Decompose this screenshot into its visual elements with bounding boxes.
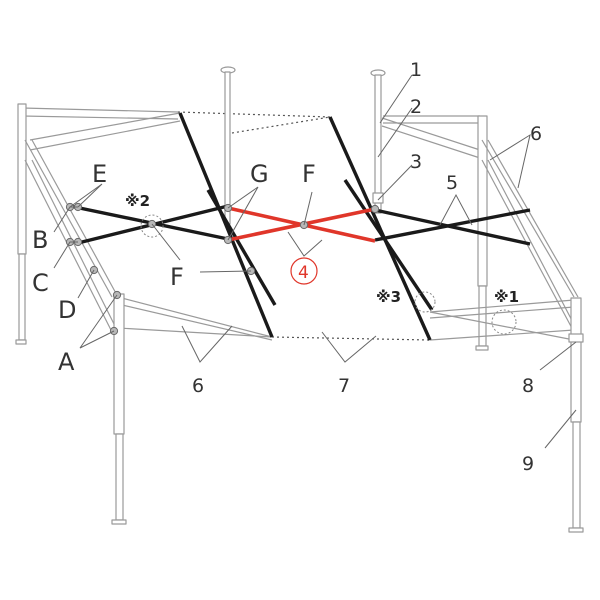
note-2: ※2	[125, 192, 150, 210]
back-truss-a	[29, 112, 181, 141]
pole-right-collar	[372, 192, 384, 204]
leaders	[53, 74, 577, 449]
detail-circles	[140, 214, 517, 335]
label-b: B	[32, 226, 48, 254]
front-left-leg-lower	[115, 433, 124, 521]
label-4-ring	[290, 257, 318, 285]
right-side-rail-c	[481, 159, 575, 333]
black-bar-right-1	[328, 116, 432, 341]
label-g: G	[250, 160, 269, 188]
right-side-rail-d	[487, 159, 579, 333]
leader-4	[287, 231, 323, 257]
leader-f-center	[303, 191, 313, 226]
front-left-rail-top	[117, 296, 273, 338]
note-3: ※3	[376, 288, 401, 306]
leader-1	[379, 74, 413, 124]
back-dotted-edge	[177, 111, 331, 118]
right-back-leg-foot	[475, 345, 489, 351]
left-side-rail-c	[24, 159, 113, 333]
leader-6-bottom	[181, 325, 233, 363]
mid-dotted-edge	[271, 336, 431, 341]
leader-b	[53, 206, 78, 233]
label-c: C	[32, 269, 49, 297]
left-back-leg-foot	[15, 339, 27, 345]
label-f-bottom: F	[170, 263, 184, 291]
label-7: 7	[338, 375, 350, 397]
note-1: ※1	[494, 288, 519, 306]
leader-5	[439, 193, 473, 226]
center-poles	[220, 66, 386, 225]
left-side-rail-b	[31, 139, 119, 298]
left-back-leg-lower	[18, 253, 26, 341]
front-right-leg-upper	[570, 297, 582, 423]
front-truss-a	[117, 327, 273, 338]
label-a: A	[58, 348, 75, 376]
right-side-rail-b	[487, 139, 579, 298]
leader-a	[79, 294, 118, 349]
detail-circle-1	[491, 309, 517, 335]
mid-frame	[24, 139, 579, 341]
back-left-rail	[21, 107, 179, 113]
label-2: 2	[410, 96, 422, 118]
leader-g	[227, 186, 259, 241]
left-side-rail-d	[31, 159, 119, 333]
front-right-leg-foot	[568, 527, 584, 533]
label-6-bottom: 6	[192, 375, 204, 397]
label-4: 4	[298, 263, 309, 283]
front-left-leg-upper	[113, 293, 125, 435]
leader-2	[377, 107, 413, 158]
label-8: 8	[522, 375, 534, 397]
pole-left-shaft	[224, 71, 231, 225]
label-e: E	[92, 160, 107, 188]
leader-3	[377, 164, 413, 201]
label-f-top: F	[302, 160, 316, 188]
detail-circle-3	[414, 291, 436, 313]
leader-8	[539, 341, 577, 371]
leader-f-left	[151, 223, 181, 261]
black-bar-right-2	[343, 179, 434, 311]
leader-e	[69, 183, 103, 208]
left-back-leg-upper	[17, 103, 27, 255]
front-truss-c	[429, 311, 575, 341]
label-6-top: 6	[530, 123, 542, 145]
front-right-corner-bracket	[568, 333, 584, 343]
back-dotted-edge-2	[231, 116, 331, 134]
back-frame	[15, 103, 489, 351]
pole-right-shaft	[374, 74, 382, 214]
leader-d	[77, 269, 95, 299]
label-9: 9	[522, 453, 534, 475]
label-5: 5	[446, 172, 458, 194]
black-bar-right-x2	[374, 208, 531, 242]
leader-7	[321, 331, 377, 363]
label-3: 3	[410, 151, 422, 173]
front-left-leg-foot	[111, 519, 127, 525]
leader-6-top	[489, 133, 531, 189]
front-left-rail-bottom	[117, 303, 273, 341]
back-truss-b	[29, 120, 181, 151]
leader-c	[53, 241, 78, 269]
labels: E B C D A G F F ※2 ※3 ※1 4 1 2 3 5 6 6 7…	[32, 59, 542, 475]
back-truss-d	[381, 125, 481, 159]
label-d: D	[58, 296, 76, 324]
front-right-leg-lower	[572, 421, 581, 529]
front-frame	[111, 293, 584, 533]
back-truss-c	[381, 117, 481, 151]
right-side-rail-a	[481, 139, 575, 298]
front-truss-b	[429, 329, 575, 341]
leader-f-bottom	[199, 270, 252, 273]
joint-right-top	[370, 204, 380, 214]
detail-circle-2	[140, 214, 164, 238]
black-bar-left-1	[178, 112, 274, 338]
black-bar-right-x1	[374, 208, 531, 246]
front-right-rail-top	[429, 299, 575, 313]
leader-9	[544, 409, 577, 449]
joints	[65, 202, 380, 336]
label-1: 1	[410, 59, 422, 81]
